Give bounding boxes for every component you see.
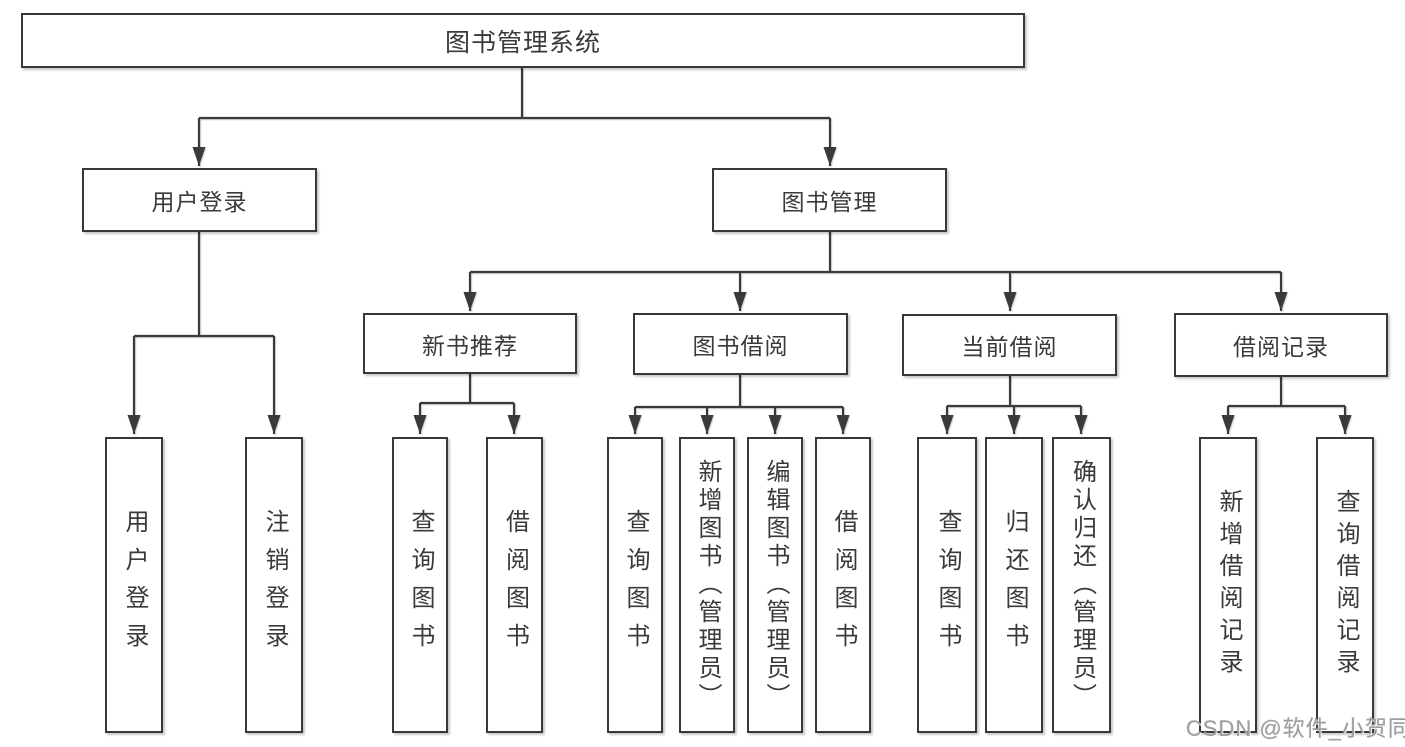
leaf-query-borrow-record: 查询借阅记录	[1316, 437, 1374, 733]
node-label: 新书推荐	[422, 332, 518, 359]
leaf-user-login: 用户登录	[105, 437, 163, 733]
connector-borrow-records-children	[1221, 377, 1352, 434]
leaf-borrow-books-borrow: 借阅图书	[815, 437, 871, 733]
node-label: 查询图书	[622, 509, 649, 661]
leaf-confirm-return-admin: 确认归还（管理员）	[1052, 437, 1111, 733]
node-label: 用户登录	[151, 189, 248, 215]
node-label: 归还图书	[1001, 509, 1028, 661]
node-label: 查询图书	[934, 509, 961, 661]
leaf-query-books-newbooks: 查询图书	[392, 437, 448, 733]
node-label: 图书借阅	[692, 333, 789, 359]
node-root-title: 图书管理系统	[21, 13, 1025, 68]
node-book-mgmt: 图书管理	[712, 168, 947, 232]
leaf-add-book-admin: 新增图书（管理员）	[679, 437, 735, 733]
connector-new-books-children	[413, 374, 521, 434]
node-borrow-records: 借阅记录	[1174, 313, 1388, 377]
node-label: 借阅图书	[501, 509, 529, 661]
node-label: 借阅图书	[830, 509, 857, 661]
connector-book-mgmt-children	[463, 232, 1288, 311]
leaf-query-books-current: 查询图书	[917, 437, 977, 733]
node-label: 图书管理	[781, 189, 878, 215]
leaf-query-books-borrow: 查询图书	[607, 437, 663, 733]
node-label: 新增借阅记录	[1215, 489, 1242, 681]
leaf-borrow-books-newbooks: 借阅图书	[486, 437, 543, 733]
node-label: 编辑图书（管理员）	[762, 459, 789, 711]
node-book-borrow: 图书借阅	[633, 313, 848, 375]
csdn-watermark: CSDN @软件_小贺同学	[1186, 716, 1405, 741]
node-user-login: 用户登录	[82, 168, 317, 232]
node-label: 图书管理系统	[444, 28, 601, 57]
node-label: 确认归还（管理员）	[1068, 459, 1096, 711]
node-new-books: 新书推荐	[363, 313, 577, 374]
leaf-edit-book-admin: 编辑图书（管理员）	[747, 437, 803, 733]
node-label: 查询图书	[407, 509, 434, 661]
connector-book-borrow-children	[628, 375, 850, 434]
node-label: 新增图书（管理员）	[694, 459, 721, 711]
leaf-return-book: 归还图书	[985, 437, 1043, 733]
node-current-borrow: 当前借阅	[902, 314, 1117, 376]
connector-root-to-level1	[192, 68, 837, 166]
connector-current-borrow-children	[940, 376, 1088, 434]
leaf-logout: 注销登录	[245, 437, 303, 733]
connector-user-login-children	[127, 232, 281, 434]
node-label: 注销登录	[261, 509, 288, 661]
node-label: 用户登录	[121, 509, 148, 661]
node-label: 查询借阅记录	[1332, 489, 1359, 681]
node-label: 当前借阅	[961, 334, 1058, 360]
node-label: 借阅记录	[1233, 334, 1329, 360]
leaf-add-borrow-record: 新增借阅记录	[1199, 437, 1257, 733]
